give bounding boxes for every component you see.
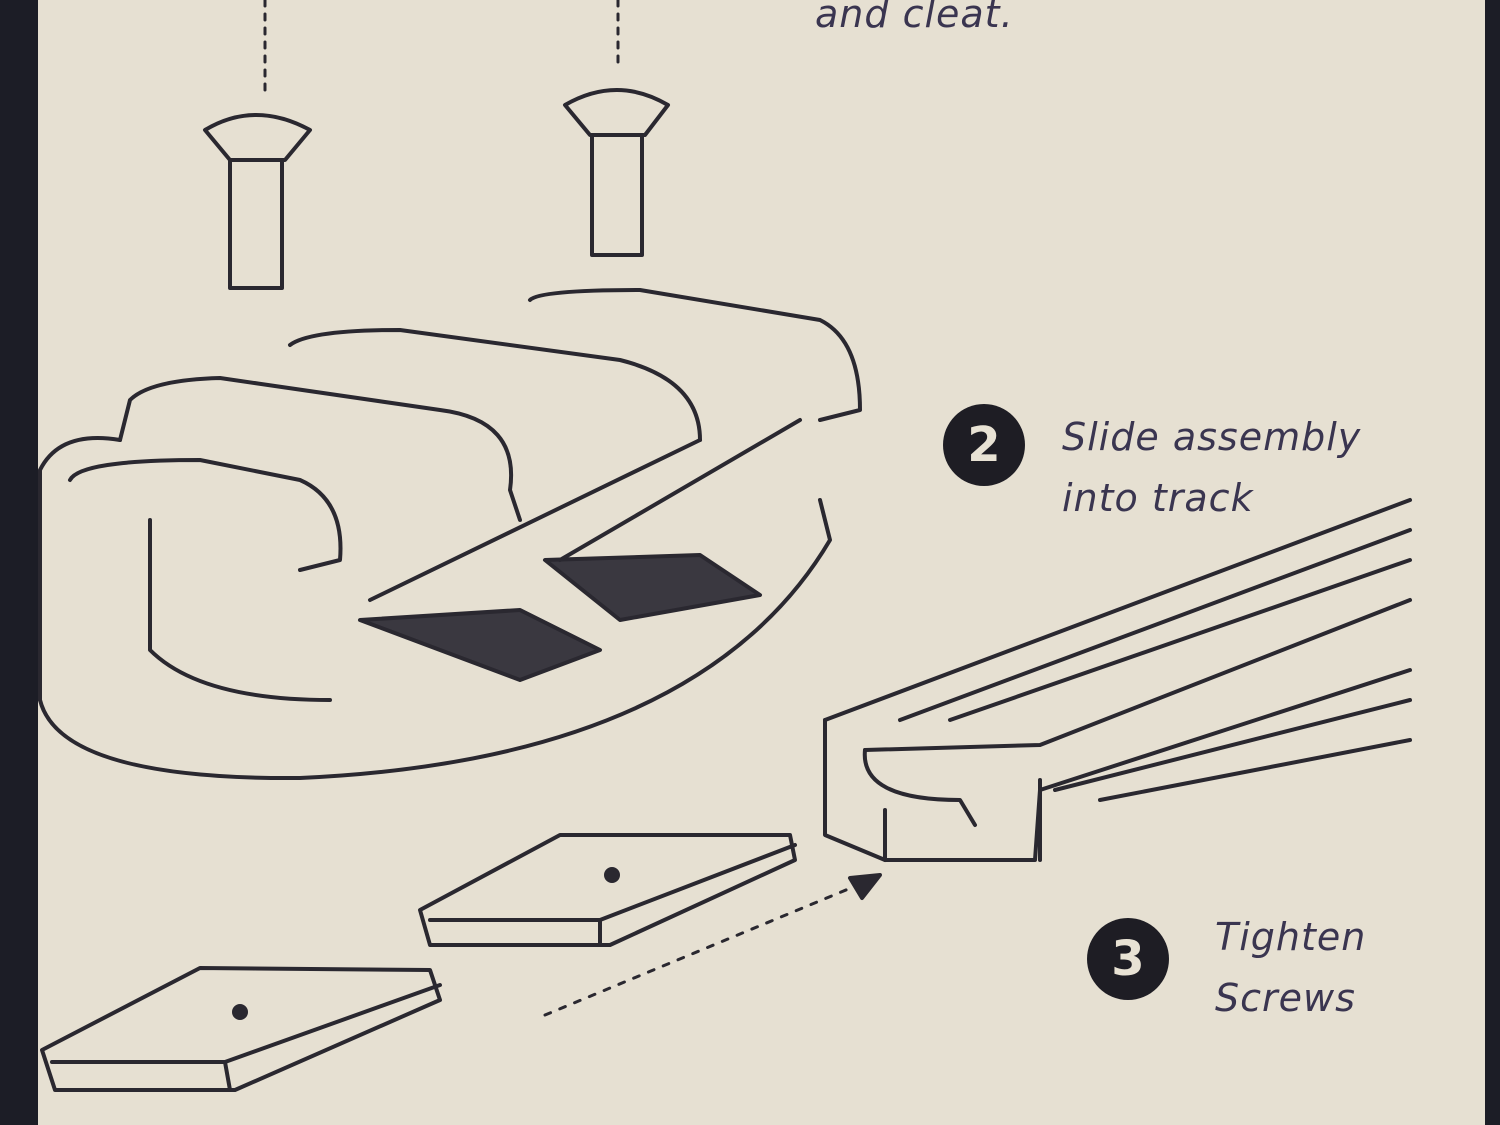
step-2-line2: into track — [1062, 475, 1254, 520]
track-rail — [823, 498, 1412, 862]
track-nut-upper — [418, 833, 797, 947]
step-3-line1: Tighten — [1215, 915, 1367, 959]
step-3-line2: Screws — [1215, 975, 1356, 1020]
step-3-text: Tighten Screws — [1215, 905, 1366, 1030]
step-2-badge: 2 — [943, 404, 1025, 486]
cleat-body — [38, 288, 862, 781]
slide-direction-arrow — [543, 873, 882, 1017]
step1-text-tail: and cleat. — [815, 0, 1014, 36]
screw-right — [563, 0, 670, 257]
step-2-text: Slide assembly into track — [1062, 405, 1361, 530]
track-nut-lower — [40, 966, 442, 1092]
step-3-badge: 3 — [1087, 918, 1169, 1000]
screw-left — [203, 0, 312, 290]
step-2-line1: Slide assembly — [1062, 415, 1362, 459]
